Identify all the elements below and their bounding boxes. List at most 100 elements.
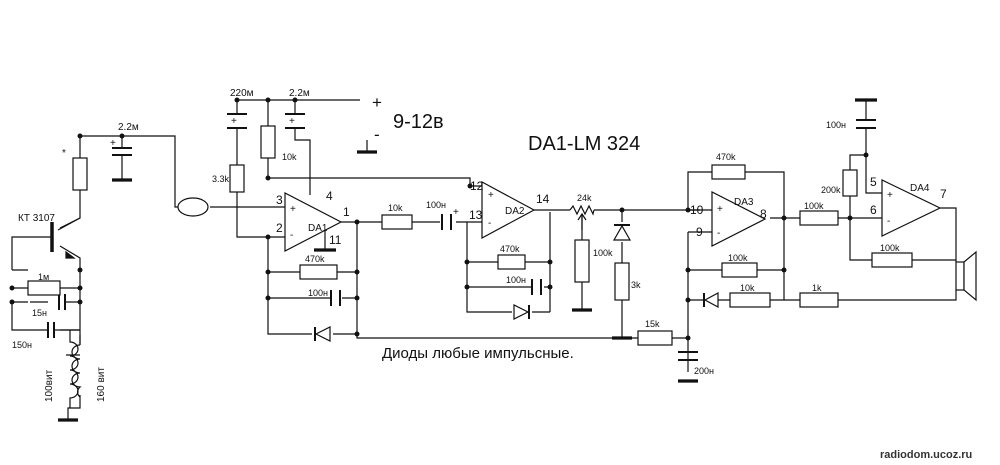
cap-label: 2.2м [289,88,310,99]
resistor-label: 100k [593,248,613,258]
cap-100n-da4: 100н [826,119,876,130]
opamp-name: DA4 [910,183,930,194]
cap-15n: 15н [32,294,66,318]
opamp-plus: + [887,190,893,201]
cap-label: 150н [12,340,32,350]
wiper-arrow [577,212,587,221]
coil-label: 100вит [44,369,55,402]
resistor-label: 100k [728,253,748,263]
resistor-100k-pot [574,239,590,283]
coil-160 [71,344,82,398]
pin-number: 12 [470,179,484,193]
polarity-plus: + [110,138,116,149]
resistor-10k-da3 [729,292,771,308]
resistor-label: 200k [821,185,841,195]
junctions [9,97,869,341]
resistor-470k-da1 [299,264,338,280]
opamp-minus: - [717,228,720,239]
resistors: * 3.3k 10k 1м 470k 10k 470k 24k 100k 3k … [27,125,913,346]
wiring [11,99,957,420]
opamp-plus: + [290,204,296,215]
pin-number: 2 [276,221,283,235]
coils: 100вит 160 вит [44,330,107,408]
resistor-star [72,157,88,191]
pin-number: 9 [696,225,703,239]
diode-note: Диоды любые импульсные. [382,345,574,362]
capacitors: + 2.2м + 220м + 2.2м 15н 150н 100н + [12,88,876,376]
pin-number: 13 [469,208,483,222]
opamp-name: DA3 [734,197,754,208]
resistor-label: 100k [804,201,824,211]
diodes [314,224,719,342]
cap-label: 100н [826,120,846,130]
cap-2-2m-top: + 2.2м [285,88,310,129]
cap-100n-da2-fb: 100н [506,275,542,295]
cap-label: 220м [230,88,254,99]
opamp-da1: + - DA1 3 2 4 1 11 [276,189,350,252]
cap-100n-da1: 100н [308,288,341,306]
cap-label: 100н [506,275,526,285]
cap-2-2m-antenna: + 2.2м [110,122,139,156]
coil-label: 160 вит [96,367,107,402]
resistor-label: 3.3k [212,174,230,184]
cap-100n-da2-in: + 100н [426,200,459,230]
resistor-label: 470k [305,254,325,264]
polarity-plus: + [453,207,459,218]
resistor-label: 100k [880,243,900,253]
cap-label: 100н [426,200,446,210]
cap-200n: 200н [678,351,714,376]
resistor-10k-divider [260,125,276,159]
resistor-3-3k [229,164,245,193]
opamp-minus: - [887,216,890,227]
pin-number: 3 [276,193,283,207]
resistor-label: 470k [716,152,736,162]
resistor-100k-da3 [721,262,758,278]
pin-number: 6 [870,203,877,217]
resistor-470k-da3 [711,164,746,180]
resistor-100k-input [799,210,839,226]
diode-da3 [703,291,719,309]
resistor-3k [614,262,630,301]
resistor-label: 470k [500,244,520,254]
pin-number: 1 [343,205,350,219]
resistor-470k-da2 [497,254,526,270]
transistor-kt3107: КТ 3107 [18,213,81,259]
speaker-icon [955,250,977,302]
resistor-1k [799,292,839,308]
ground-symbols [58,98,877,422]
resistor-label: 10k [388,203,403,213]
pin-number: 7 [940,187,947,201]
diode-detector [612,224,632,241]
resistor-200k [842,169,858,197]
power-minus-label: - [374,125,380,144]
opamp-name: DA2 [505,206,525,217]
resistor-label: 10k [740,283,755,293]
opamp-minus: - [488,218,491,229]
star-mark: * [62,148,66,159]
cap-label: 100н [308,288,328,298]
coil-100 [69,330,79,408]
resistor-label: 1k [812,283,822,293]
opamp-da4: + - DA4 5 6 7 [870,175,947,237]
potentiometer-24k [569,204,595,216]
resistor-label: 15k [645,319,660,329]
pin-number: 4 [326,189,333,203]
resistor-label: 24k [577,193,592,203]
resistor-label: 1м [38,272,49,282]
opamp-minus: - [290,230,293,241]
pin-number: 11 [329,233,342,247]
resistor-10k-series [381,214,413,230]
resistor-15k [637,330,673,346]
opamp-da3: + - DA3 10 9 8 [690,191,767,247]
antenna-loop [177,197,209,217]
pin-number: 8 [760,207,767,221]
polarity-plus: + [231,116,237,127]
pin-number: 14 [536,192,550,206]
cap-label: 2.2м [118,122,139,133]
diode-da2 [513,304,530,320]
transistor-label: КТ 3107 [18,213,55,224]
cap-label: 200н [694,366,714,376]
watermark: radiodom.ucoz.ru [880,449,972,461]
opamp-plus: + [488,190,494,201]
